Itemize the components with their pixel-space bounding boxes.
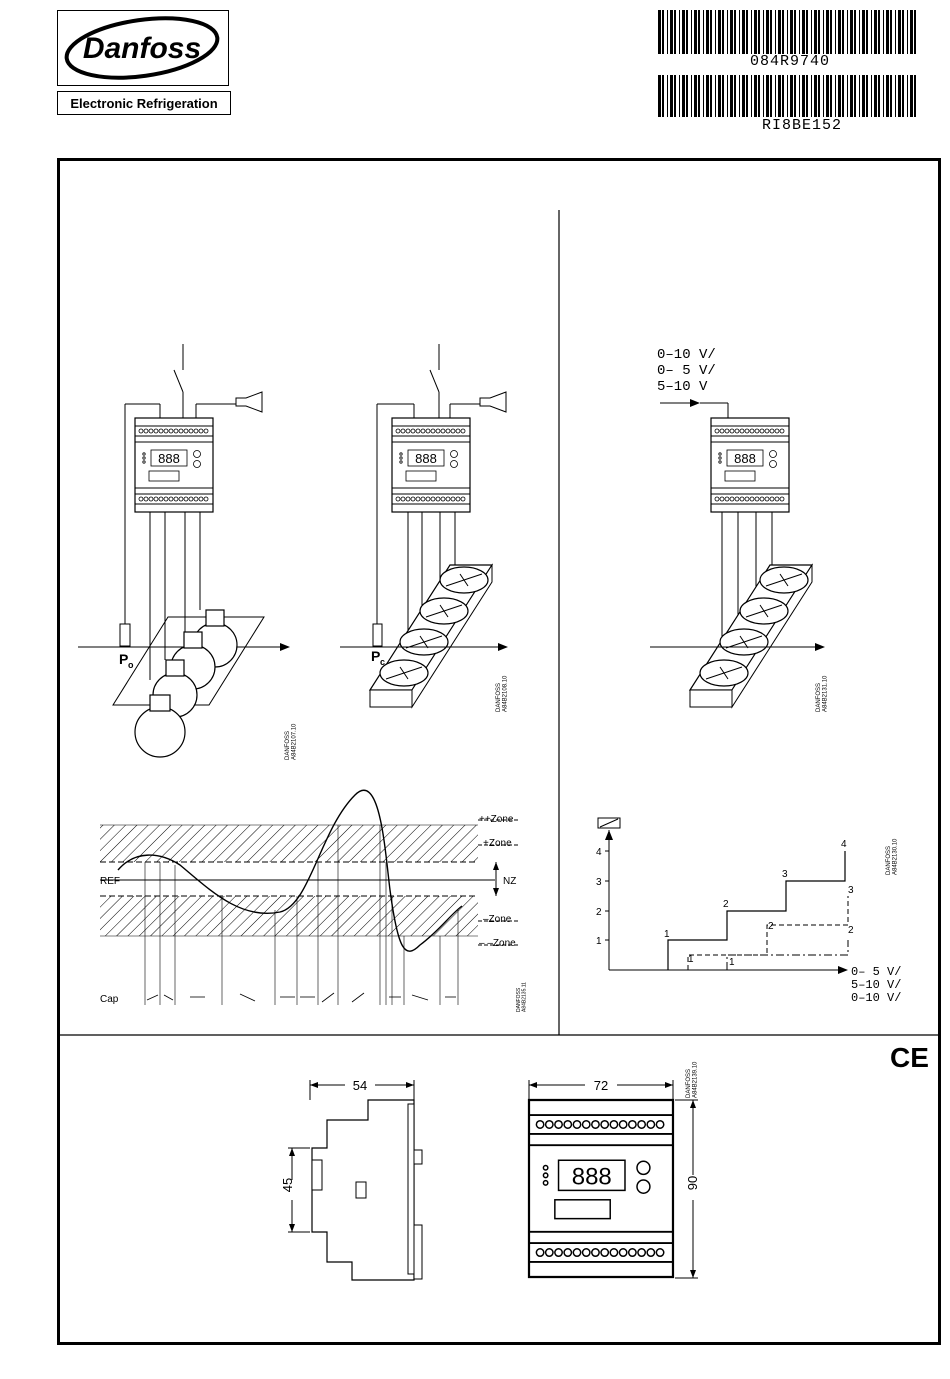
step-label-1: 1 (664, 929, 670, 940)
barcode-1-text: 084R9740 (750, 53, 831, 70)
step-chart: 4 3 2 1 1 2 3 4 1 2 3 1 2 0– 5 V/ 5–10 V… (596, 817, 901, 1005)
evaporator-sensor-sub: o (128, 660, 134, 670)
zone-nz: NZ (503, 876, 516, 887)
condenser-sensor-sub: c (380, 657, 385, 667)
dashed-label-3: 3 (848, 885, 854, 896)
legend-1: 0– 5 V/ (851, 965, 901, 979)
content-frame (57, 158, 941, 1345)
evaporator-sensor-label: P (119, 651, 128, 667)
dashdot-label-2: 2 (848, 925, 854, 936)
y-tick-1: 1 (596, 936, 602, 947)
signal-drawing-ref: DANFOSSA84B2131.10 (816, 675, 829, 712)
brand-name: Danfoss (83, 32, 201, 65)
dashed-label-1: 1 (688, 954, 694, 965)
brand-logo: Danfoss (57, 10, 229, 86)
zone-m: –Zone (483, 914, 512, 925)
dashdot-label-1: 1 (729, 957, 735, 968)
zone-mm: – –Zone (479, 938, 516, 949)
zone-pp: ++Zone (479, 814, 514, 825)
step-drawing-ref: DANFOSSA84B2130.10 (886, 838, 899, 875)
brand-subtitle: Electronic Refrigeration (57, 91, 231, 115)
front-view: 72 90 DANFOSSA84B2139.10 (527, 1061, 700, 1279)
evaporator-diagram: P o DANFOSSA84B2107.10 (78, 344, 298, 760)
condenser-diagram: P c DANFOSSA84B2108.10 (340, 344, 509, 712)
barcode-2-text: RI8BE152 (762, 117, 843, 134)
signal-line-1: 0–10 V/ (657, 347, 716, 363)
cap-label: Cap (100, 994, 119, 1005)
external-signal-diagram: 0–10 V/ 0– 5 V/ 5–10 V DANFOSSA84B2131.1… (650, 347, 829, 712)
dashed-label-2: 2 (768, 921, 774, 932)
barcode-1 (658, 10, 916, 54)
depth-dim: 54 (353, 1078, 367, 1093)
evaporator-drawing-ref: DANFOSSA84B2107.10 (285, 723, 298, 760)
step-label-3: 3 (782, 869, 788, 880)
zone-p: +Zone (483, 838, 512, 849)
y-tick-4: 4 (596, 847, 602, 858)
side-view: 54 45 (280, 1078, 423, 1281)
signal-line-2: 0– 5 V/ (657, 363, 716, 379)
width-dim: 72 (594, 1078, 608, 1093)
signal-line-3: 5–10 V (657, 379, 708, 395)
condenser-drawing-ref: DANFOSSA84B2108.10 (496, 675, 509, 712)
barcode-2 (658, 75, 916, 117)
legend-2: 5–10 V/ (851, 978, 901, 992)
ref-label: REF (100, 876, 120, 887)
legend-3: 0–10 V/ (851, 991, 901, 1005)
zone-drawing-ref: DANFOSSA84B2135.11 (516, 982, 528, 1012)
y-tick-2: 2 (596, 907, 602, 918)
dimension-drawing-ref: DANFOSSA84B2139.10 (686, 1061, 699, 1098)
condenser-sensor-label: P (371, 648, 380, 664)
zone-chart: REF Cap ++Zone +Zone NZ –Zone – –Zone DA… (100, 789, 528, 1012)
side-height-dim: 45 (280, 1178, 295, 1192)
step-label-4: 4 (841, 839, 847, 850)
y-tick-3: 3 (596, 877, 602, 888)
ce-mark: CE (890, 1042, 929, 1073)
step-label-2: 2 (723, 899, 729, 910)
height-dim: 90 (685, 1176, 700, 1190)
